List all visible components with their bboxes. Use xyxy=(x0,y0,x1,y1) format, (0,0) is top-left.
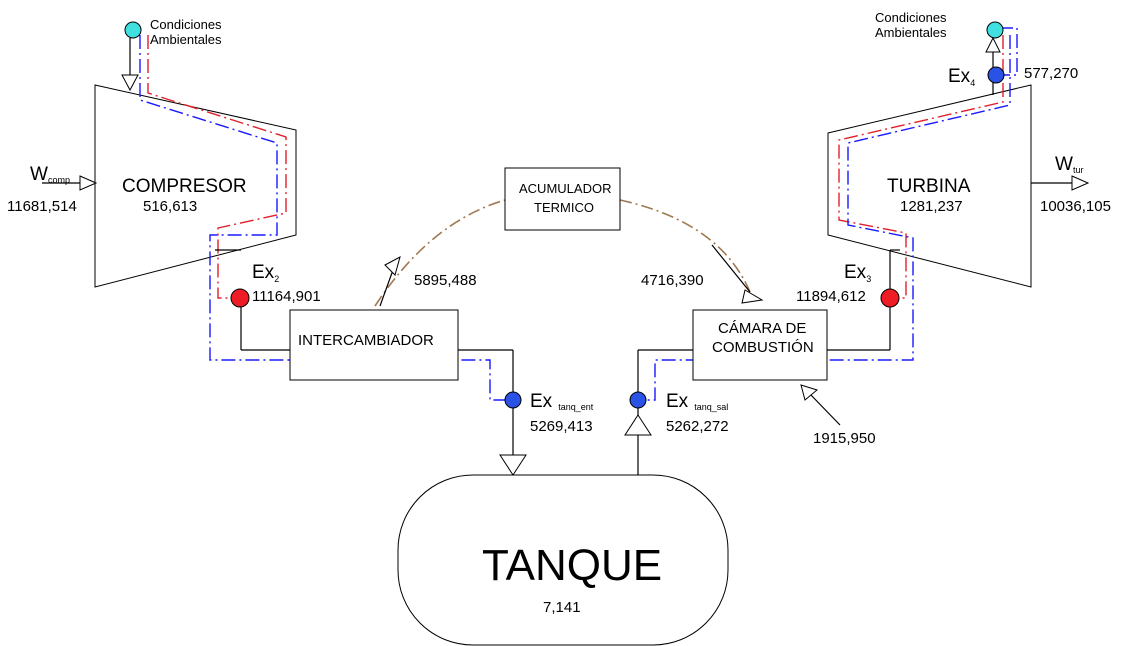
ex3-value: 11894,612 xyxy=(796,288,866,305)
ex2-symbol: Ex2 xyxy=(252,262,279,284)
tank-outlet-value: 5262,272 xyxy=(666,418,729,435)
ex3-node xyxy=(880,288,900,308)
discharge-flow-value: 4716,390 xyxy=(641,272,704,289)
discharge-arrow xyxy=(741,289,764,304)
tank-inlet-arrow xyxy=(499,454,527,476)
ambient-left-line1: Condiciones xyxy=(150,17,222,32)
turbine-work-arrow xyxy=(1071,175,1090,191)
charge-flow-value: 5895,488 xyxy=(414,272,477,289)
accumulator-label-2: TERMICO xyxy=(534,200,594,215)
ex2-value: 11164,901 xyxy=(252,288,321,305)
compressor-inlet-arrow xyxy=(121,74,139,92)
ex4-node xyxy=(987,66,1005,84)
tank-label: TANQUE xyxy=(482,541,662,590)
compressor-value: 516,613 xyxy=(143,198,197,215)
ex3-symbol: Ex3 xyxy=(844,262,871,284)
compressor-work-value: 11681,514 xyxy=(7,198,77,215)
ex2-node xyxy=(230,288,250,308)
compressor-hot-stream xyxy=(147,35,287,299)
compressor-cold-stream xyxy=(139,35,513,401)
accumulator-box xyxy=(504,167,621,231)
ambient-right-line1: Condiciones xyxy=(875,10,947,25)
accumulator-discharge-link xyxy=(619,199,751,293)
turbine-work-symbol: Wtur xyxy=(1055,154,1083,175)
tank-inlet-node xyxy=(504,391,522,409)
tank-inlet-value: 5269,413 xyxy=(530,418,593,435)
turbine-hot-stream xyxy=(838,35,1004,299)
combustion-box xyxy=(692,309,828,381)
ambient-node-right xyxy=(986,21,1004,39)
tank-outlet-arrow xyxy=(624,414,652,436)
charge-arrow xyxy=(384,256,401,276)
accumulator-charge-link xyxy=(374,199,506,307)
ex4-symbol: Ex4 xyxy=(948,66,975,88)
compressor-label: COMPRESOR xyxy=(122,176,247,197)
ambient-left-line2: Ambientales xyxy=(150,32,222,47)
compressor-work-arrow xyxy=(79,175,98,191)
turbine-outlet-arrow xyxy=(985,36,1001,53)
turbine-cold-stream xyxy=(638,35,1011,401)
compressor-shape xyxy=(94,84,297,288)
turbine-label: TURBINA xyxy=(887,176,971,197)
compressor-work-symbol: Wcomp xyxy=(30,164,70,185)
turbine-value: 1281,237 xyxy=(900,198,963,215)
ex4-value: 577,270 xyxy=(1024,65,1078,82)
tank-outlet-node xyxy=(629,391,647,409)
fuel-flow-value: 1915,950 xyxy=(813,430,876,447)
combustion-label-2: COMBUSTIÓN xyxy=(712,339,814,356)
ambient-return-stream xyxy=(996,27,1018,76)
ambient-node-left xyxy=(124,21,142,39)
exchanger-box xyxy=(289,309,459,381)
combustion-label-1: CÁMARA DE xyxy=(718,320,806,337)
exchanger-label: INTERCAMBIADOR xyxy=(298,332,434,349)
ambient-right-line2: Ambientales xyxy=(875,25,947,40)
tank-shape xyxy=(397,474,729,646)
tank-value: 7,141 xyxy=(543,599,581,616)
accumulator-label-1: ACUMULADOR xyxy=(519,181,611,196)
fuel-arrow xyxy=(800,384,819,401)
turbine-work-value: 10036,105 xyxy=(1040,198,1111,215)
